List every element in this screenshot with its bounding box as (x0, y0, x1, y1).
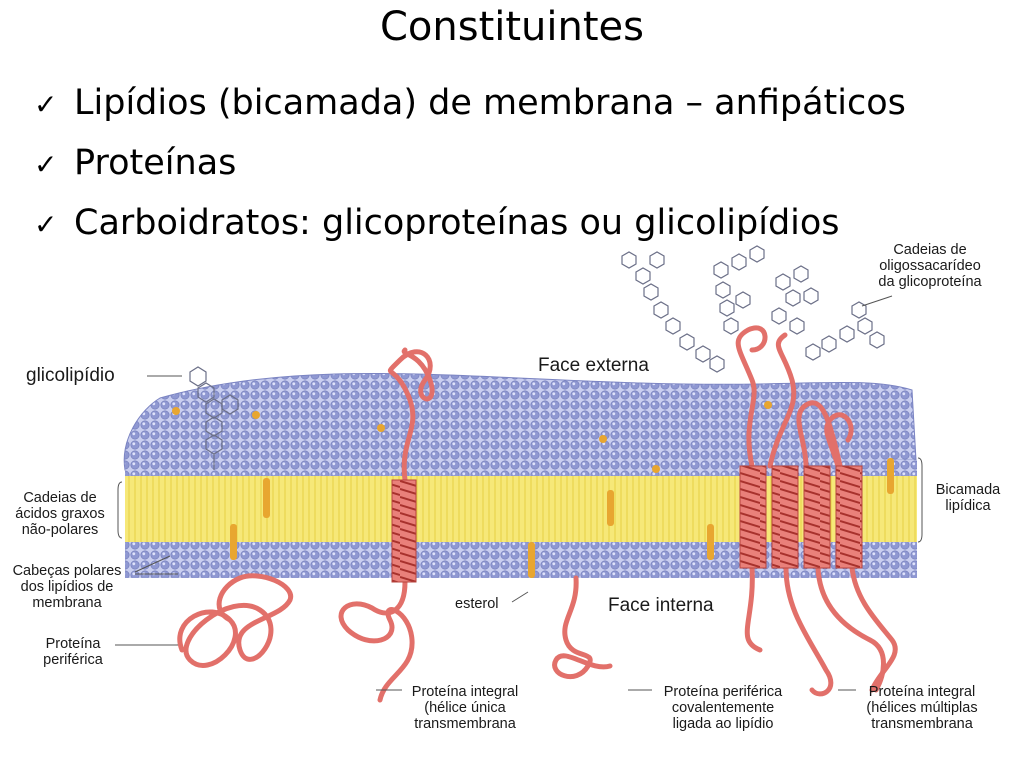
integral-protein-single-helix (338, 347, 435, 703)
peripheral-protein (177, 573, 294, 668)
label-glycolipid: glicolipídio (26, 365, 115, 386)
label-line: Proteína (45, 636, 101, 652)
label-peripheral-protein: Proteína periférica (30, 636, 116, 668)
bullet-item: ✓ Carboidratos: glicoproteínas ou glicoli… (34, 194, 906, 254)
sterol-molecule (607, 490, 614, 526)
transmembrane-helix (739, 465, 767, 569)
bullet-item: ✓ Lipídios (bicamada) de membrana – anfip… (34, 74, 906, 134)
outer-leaflet-surface (123, 372, 917, 471)
label-line: transmembrana (414, 716, 516, 732)
integral-protein-multi-helix (735, 325, 898, 697)
sterol-molecule (528, 542, 535, 578)
label-line: Proteína integral (868, 684, 976, 700)
sterol-head (652, 465, 660, 473)
label-line: ácidos graxos (15, 506, 105, 522)
sterol-molecule (707, 524, 714, 560)
label-integral-multi-helix: Proteína integral (hélices múltiplas tra… (854, 684, 990, 732)
sterol-head (172, 407, 180, 415)
label-lipid-bilayer: Bicamada lipídica (926, 482, 1010, 514)
label-line: não-polares (21, 522, 99, 538)
label-line: da glicoproteína (878, 274, 982, 290)
bullet-text: Lipídios (bicamada) de membrana – anfipá… (74, 83, 906, 123)
covalent-peripheral-protein (552, 575, 613, 679)
label-line: Bicamada (935, 482, 1001, 498)
label-line: Cadeias de (23, 490, 97, 506)
label-integral-single-helix: Proteína integral (hélice única transmem… (402, 684, 528, 732)
transmembrane-helix (835, 465, 863, 569)
bullet-text: Proteínas (74, 143, 237, 183)
sterol-head (377, 424, 385, 432)
label-line: (hélices múltiplas (866, 700, 978, 716)
sterol-head (252, 411, 260, 419)
label-line: lipídica (945, 498, 991, 514)
label-fatty-acid-chains: Cadeias de ácidos graxos não-polares (2, 490, 118, 538)
transmembrane-helix (391, 479, 417, 583)
checkmark-icon: ✓ (34, 88, 58, 121)
oligosaccharide-chains (621, 245, 885, 373)
glycolipid-sugar-chain (189, 366, 239, 470)
sterol-molecule (263, 478, 270, 518)
label-line: Proteína integral (411, 684, 519, 700)
transmembrane-helix (771, 465, 799, 569)
outer-head-row (125, 460, 917, 476)
sterol-head (764, 401, 772, 409)
label-line: periférica (43, 652, 103, 668)
label-sterol: esterol (455, 596, 499, 612)
bullet-text: Carboidratos: glicoproteínas ou glicolip… (74, 203, 840, 243)
label-oligosaccharide-chains: Cadeias de oligossacarídeo da glicoprote… (860, 242, 1000, 290)
label-covalent-peripheral: Proteína periférica covalentemente ligad… (652, 684, 794, 732)
label-line: Cadeias de (893, 242, 967, 258)
sterol-molecule (887, 458, 894, 494)
label-line: Cabeças polares (12, 563, 122, 579)
label-external-face: Face externa (538, 355, 649, 376)
label-line: ligada ao lipídio (672, 716, 774, 732)
bullet-item: ✓ Proteínas (34, 134, 906, 194)
slide-title: Constituintes (379, 4, 645, 50)
transmembrane-helix (803, 465, 831, 569)
label-line: Proteína periférica (663, 684, 783, 700)
checkmark-icon: ✓ (34, 148, 58, 181)
sterol-head (599, 435, 607, 443)
sterol-molecule (230, 524, 237, 560)
label-line: dos lipídios de (20, 579, 114, 595)
label-line: oligossacarídeo (879, 258, 981, 274)
leader-lines (115, 295, 923, 691)
label-internal-face: Face interna (608, 595, 714, 616)
label-line: transmembrana (871, 716, 973, 732)
label-line: membrana (32, 595, 102, 611)
checkmark-icon: ✓ (34, 208, 58, 241)
label-line: covalentemente (671, 700, 775, 716)
label-polar-heads: Cabeças polares dos lipídios de membrana (0, 563, 134, 611)
label-line: (hélice única (424, 700, 506, 716)
bullet-list: ✓ Lipídios (bicamada) de membrana – anfip… (34, 74, 906, 254)
